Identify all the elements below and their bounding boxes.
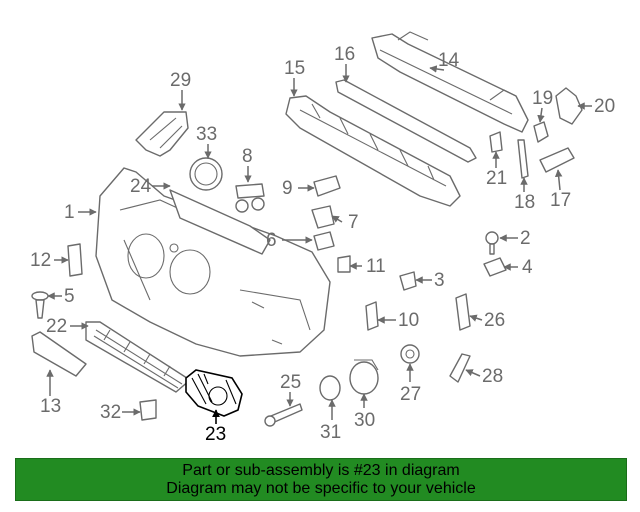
part-32-clip[interactable] (139, 399, 157, 421)
part-27-sensor[interactable] (400, 344, 420, 364)
part-23-fog-light-grille[interactable] (185, 369, 243, 417)
part-3-clip[interactable] (399, 271, 417, 291)
callout-20[interactable]: 20 (594, 96, 615, 117)
part-1-bumper-cover[interactable] (95, 167, 331, 357)
callout-30[interactable]: 30 (354, 410, 375, 431)
part-10-bracket[interactable] (365, 301, 379, 331)
callout-16[interactable]: 16 (334, 44, 355, 65)
part-8-wire-clip[interactable] (235, 183, 265, 213)
callout-31[interactable]: 31 (320, 422, 341, 443)
part-20-bracket[interactable] (555, 87, 583, 125)
callout-27[interactable]: 27 (400, 384, 421, 405)
callout-17[interactable]: 17 (550, 190, 571, 211)
callout-29[interactable]: 29 (170, 70, 191, 91)
callout-25[interactable]: 25 (280, 372, 301, 393)
part-2-screw[interactable] (485, 231, 499, 255)
callout-1[interactable]: 1 (64, 202, 75, 223)
info-banner: Part or sub-assembly is #23 in diagram D… (15, 458, 627, 501)
banner-line-1: Part or sub-assembly is #23 in diagram (182, 461, 460, 479)
part-22-lower-grille[interactable] (85, 321, 191, 393)
callout-19[interactable]: 19 (532, 88, 553, 109)
part-4-nut[interactable] (483, 257, 507, 277)
callout-3[interactable]: 3 (434, 270, 445, 291)
callout-5[interactable]: 5 (64, 286, 75, 307)
callout-15[interactable]: 15 (284, 58, 305, 79)
callout-2[interactable]: 2 (520, 228, 531, 249)
callout-14[interactable]: 14 (438, 50, 460, 71)
part-28-bracket[interactable] (449, 353, 471, 383)
part-31-ring[interactable] (319, 375, 341, 401)
part-12-clip[interactable] (67, 243, 83, 277)
banner-line-2: Diagram may not be specific to your vehi… (166, 479, 476, 497)
part-14-carrier-beam[interactable] (371, 31, 529, 133)
callout-labels: 1 2 3 4 5 6 7 8 9 10 11 12 13 14 15 16 1… (30, 44, 615, 445)
part-11-clip[interactable] (337, 255, 351, 273)
callout-18[interactable]: 18 (514, 192, 535, 213)
part-5-plug[interactable] (31, 291, 49, 319)
callout-28[interactable]: 28 (482, 366, 503, 387)
callout-22[interactable]: 22 (46, 316, 67, 337)
callout-10[interactable]: 10 (398, 310, 419, 331)
part-7-bracket[interactable] (311, 205, 335, 229)
callout-8[interactable]: 8 (242, 146, 253, 167)
part-26-strip[interactable] (455, 293, 471, 331)
callout-9[interactable]: 9 (282, 178, 293, 199)
part-21-clip[interactable] (489, 131, 503, 153)
callout-11[interactable]: 11 (366, 256, 386, 277)
part-25-sensor[interactable] (264, 403, 303, 427)
part-29-bracket[interactable] (135, 111, 189, 157)
callout-7[interactable]: 7 (348, 212, 359, 233)
callout-12[interactable]: 12 (30, 250, 51, 271)
part-17-block[interactable] (539, 147, 575, 173)
callout-24[interactable]: 24 (130, 176, 152, 197)
part-24-grille-frame[interactable] (169, 189, 271, 255)
callout-13[interactable]: 13 (40, 396, 61, 417)
callout-33[interactable]: 33 (196, 124, 217, 145)
part-30-sensor-housing[interactable] (349, 359, 379, 395)
callout-23[interactable]: 23 (205, 424, 226, 445)
leader-lines (46, 64, 592, 424)
part-6-bracket[interactable] (313, 231, 335, 251)
callout-4[interactable]: 4 (522, 257, 533, 278)
part-15-energy-absorber[interactable] (285, 95, 461, 207)
part-9-cover[interactable] (313, 175, 341, 197)
callout-6[interactable]: 6 (266, 230, 277, 251)
part-18-rod[interactable] (517, 139, 529, 179)
part-19-clip[interactable] (533, 121, 549, 143)
part-33-emblem[interactable] (189, 157, 223, 191)
part-13-panel[interactable] (31, 331, 87, 377)
parts-diagram: 1 2 3 4 5 6 7 8 9 10 11 12 13 14 15 16 1… (30, 31, 615, 445)
callout-21[interactable]: 21 (486, 168, 507, 189)
callout-26[interactable]: 26 (484, 310, 505, 331)
callout-32[interactable]: 32 (100, 402, 121, 423)
